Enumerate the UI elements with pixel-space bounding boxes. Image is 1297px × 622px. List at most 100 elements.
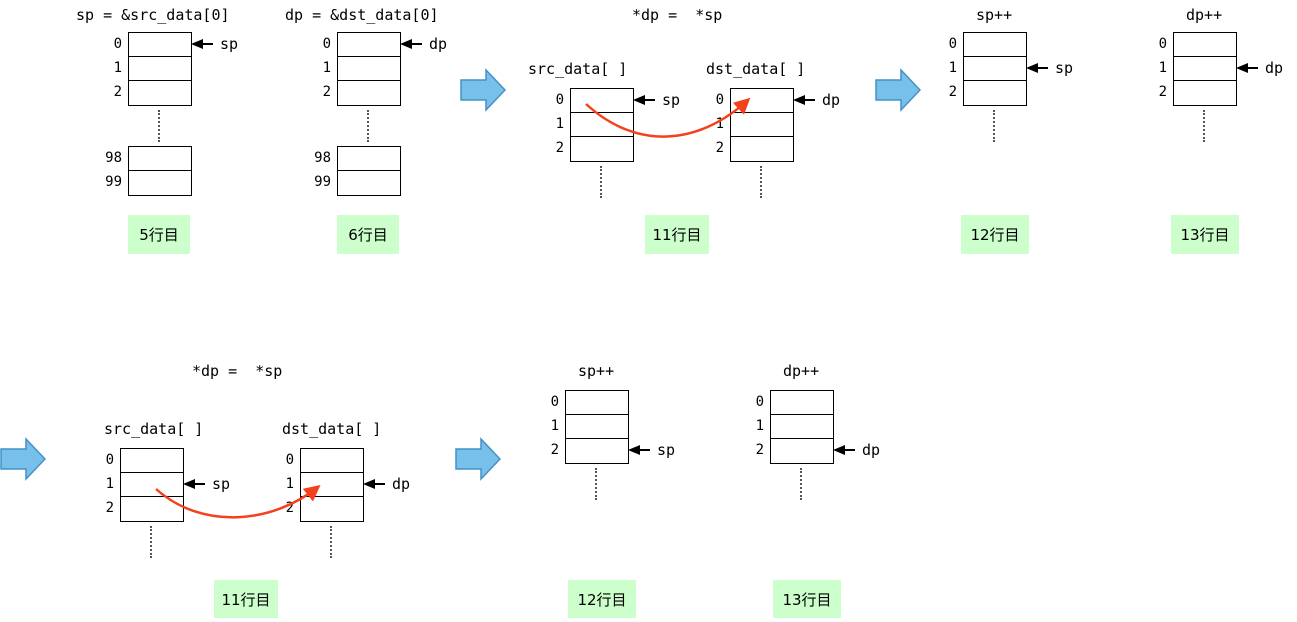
array-cell: [731, 89, 793, 113]
array-cell: [571, 89, 633, 113]
caption-line11: 11行目: [645, 215, 709, 254]
array-cell: [338, 33, 400, 57]
index-label: 1: [285, 476, 294, 492]
index-label: 98: [314, 150, 331, 166]
array-cell: [1174, 33, 1236, 57]
arrow-tail: [845, 449, 855, 451]
index-label: 0: [105, 452, 114, 468]
step11b-src-array: [120, 448, 184, 522]
index-label: 0: [550, 394, 559, 410]
flow-arrow-icon: [0, 437, 46, 481]
index-label: 0: [113, 36, 122, 52]
array-cell: [338, 147, 400, 171]
dp-pointer: dp: [793, 88, 840, 112]
step5-array-tail: [128, 146, 192, 196]
index-label: 2: [285, 500, 294, 516]
array-cell: [338, 57, 400, 81]
index-label: 1: [948, 60, 957, 76]
index-label: 0: [555, 92, 564, 108]
index-label: 1: [1158, 60, 1167, 76]
flow-arrow-shape: [875, 68, 921, 112]
array-cell: [301, 449, 363, 473]
array-cell: [964, 57, 1026, 81]
ellipsis-dots: [760, 166, 762, 198]
arrow-tail: [203, 43, 213, 45]
array-cell: [771, 415, 833, 439]
flow-arrow-shape: [460, 68, 506, 112]
flow-arrow-shape: [455, 437, 501, 481]
code-title-assign-dp: dp = &dst_data[0]: [285, 6, 439, 24]
index-label: 2: [322, 84, 331, 100]
step6-array: [337, 32, 401, 106]
array-cell: [566, 415, 628, 439]
index-label: 0: [1158, 36, 1167, 52]
sp-pointer: sp: [191, 32, 238, 56]
index-label: 2: [555, 140, 564, 156]
index-label: 2: [715, 140, 724, 156]
pointer-label: dp: [822, 91, 841, 109]
array-cell: [338, 171, 400, 195]
left-arrowhead-icon: [183, 479, 195, 489]
step13-array: [1173, 32, 1237, 106]
array-cell: [121, 473, 183, 497]
pointer-label: sp: [220, 35, 239, 53]
left-arrowhead-icon: [363, 479, 375, 489]
dp-pointer: dp: [363, 472, 410, 496]
array-cell: [731, 137, 793, 161]
array-cell: [571, 137, 633, 161]
index-label: 0: [755, 394, 764, 410]
caption-line5: 5行目: [128, 215, 190, 254]
array-cell: [1174, 81, 1236, 105]
index-label: 2: [755, 442, 764, 458]
left-arrowhead-icon: [400, 39, 412, 49]
index-label: 1: [113, 60, 122, 76]
index-label: 0: [948, 36, 957, 52]
step13b-array: [770, 390, 834, 464]
arrow-tail: [412, 43, 422, 45]
code-title-inc-sp: sp++: [976, 6, 1013, 24]
ellipsis-dots: [993, 110, 995, 142]
array-cell: [129, 57, 191, 81]
index-label: 0: [285, 452, 294, 468]
pointer-label: sp: [662, 91, 681, 109]
src-array-label: src_data[ ]: [104, 420, 204, 438]
step12-array: [963, 32, 1027, 106]
array-cell: [121, 449, 183, 473]
arrow-tail: [645, 99, 655, 101]
index-label: 98: [105, 150, 122, 166]
left-arrowhead-icon: [1236, 63, 1248, 73]
sp-pointer: sp: [183, 472, 230, 496]
sp-pointer: sp: [1026, 56, 1073, 80]
left-arrowhead-icon: [633, 95, 645, 105]
array-cell: [731, 113, 793, 137]
array-cell: [1174, 57, 1236, 81]
array-cell: [566, 391, 628, 415]
arrow-tail: [1248, 67, 1258, 69]
arrow-tail: [805, 99, 815, 101]
index-label: 99: [105, 174, 122, 190]
flow-arrow-icon: [875, 68, 921, 112]
dp-pointer: dp: [400, 32, 447, 56]
index-label: 1: [755, 418, 764, 434]
code-title-copy: *dp = *sp: [192, 362, 283, 380]
index-label: 99: [314, 174, 331, 190]
dp-pointer: dp: [1236, 56, 1283, 80]
step11-dst-array: [730, 88, 794, 162]
array-cell: [964, 33, 1026, 57]
array-cell: [121, 497, 183, 521]
pointer-label: dp: [1265, 59, 1284, 77]
array-cell: [964, 81, 1026, 105]
left-arrowhead-icon: [191, 39, 203, 49]
flow-arrow-icon: [455, 437, 501, 481]
index-label: 0: [322, 36, 331, 52]
array-cell: [129, 147, 191, 171]
code-title-inc-dp: dp++: [783, 362, 820, 380]
ellipsis-dots: [595, 468, 597, 500]
ellipsis-dots: [600, 166, 602, 198]
pointer-label: dp: [429, 35, 448, 53]
arrow-tail: [375, 483, 385, 485]
index-label: 2: [1158, 84, 1167, 100]
ellipsis-dots: [800, 468, 802, 500]
src-array-label: src_data[ ]: [528, 60, 628, 78]
array-cell: [129, 171, 191, 195]
